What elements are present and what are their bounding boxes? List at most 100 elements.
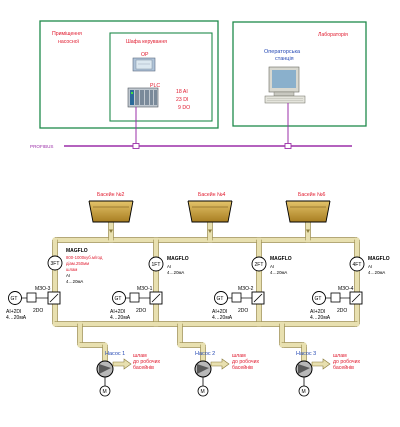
gt-3-io-line1: AI+2DI <box>6 309 21 315</box>
pipe-segment <box>54 321 358 327</box>
plc-io-di: 23 DI <box>176 97 188 103</box>
operator-station-line1: Операторська <box>264 49 301 55</box>
pump-3-label: Насос 3 <box>296 351 316 357</box>
pipe-joint <box>153 237 159 243</box>
flowmeter-2ft-detail-1: 4…20мА <box>270 270 287 275</box>
gt-1-io-line1: AI+2DI <box>110 309 125 315</box>
pipe-joint <box>177 342 183 348</box>
valve-group-3: GT МЗО-3 2DO AI+2DI 4…20мА <box>6 286 61 321</box>
gt-3-label: GT <box>11 296 18 302</box>
pipe-joint <box>279 321 285 327</box>
actuator-1 <box>129 292 140 303</box>
pipe-segment <box>52 239 58 325</box>
flowmeter-3ft-detail-1: діам.250мм <box>66 261 89 266</box>
flowmeter-4ft: 4FT MAGFLO AI 4…20мА <box>349 256 390 275</box>
flowmeter-1ft-detail-0: AI <box>167 264 171 269</box>
pump-room-title-line2: насосної <box>58 39 80 45</box>
operator-station-line2: станція <box>275 56 294 62</box>
pipe-joint <box>279 342 285 348</box>
mzo-4-do: 2DO <box>337 308 347 314</box>
pipe-joint <box>52 237 58 243</box>
pipe-network <box>52 221 360 362</box>
flowmeter-1ft-name: MAGFLO <box>167 256 189 262</box>
pump-1-out-line2: до робочих <box>133 359 160 365</box>
pipe-segment <box>79 342 106 348</box>
pump-3-out-line2: до робочих <box>333 359 360 365</box>
pipe-segment <box>354 239 360 325</box>
pipe-joint <box>102 342 108 348</box>
pipe-segment <box>179 342 204 348</box>
gt-2-io-line1: AI+2DI <box>212 309 227 315</box>
flowmeter-2ft-tag: 2FT <box>255 262 264 268</box>
workstation-icon <box>264 66 306 104</box>
gt-2-io-line2: 4…20мА <box>212 315 233 321</box>
control-cabinet-title: Шафа керування <box>126 39 167 45</box>
pipe-joint <box>256 321 262 327</box>
pipe-joint <box>77 342 83 348</box>
flowmeter-2ft: 2FT MAGFLO AI 4…20мА <box>251 256 292 275</box>
gt-4-label: GT <box>315 296 322 302</box>
outlet-arrows <box>112 358 331 370</box>
pipe-joint <box>153 321 159 327</box>
pump-1-out-line3: басейнів <box>133 364 154 371</box>
flowmeter-4ft-detail-1: 4…20мА <box>368 270 385 275</box>
gt-4-io-line1: AI+2DI <box>310 309 325 315</box>
pool-2-tank <box>88 200 134 223</box>
pipe-joint <box>52 321 58 327</box>
flowmeter-1ft-tag: 1FT <box>152 262 161 268</box>
plc-io-ai: 18 AI <box>176 89 188 95</box>
pipe-segment <box>279 323 285 346</box>
pipe-joint <box>354 237 360 243</box>
pump-3: Насос 3 M шлам до робочих басейнів <box>295 351 360 397</box>
pipe-joint <box>108 237 114 243</box>
plc-rack-icon <box>127 87 159 108</box>
profibus-label: PROFIBUS <box>30 144 53 149</box>
pool-4-tank <box>187 200 233 223</box>
flow-arrow-icon <box>208 229 212 233</box>
pump-1: Насос 1 M шлам до робочих басейнів <box>96 351 160 397</box>
pipe-joint <box>305 237 311 243</box>
flowmeter-2ft-detail-0: AI <box>270 264 274 269</box>
pipe-segment <box>153 239 159 325</box>
laboratory-frame: Лабораторія Операторська станція <box>232 21 367 127</box>
flowmeter-3ft: 3FT MAGFLO 800-1000куб.м/год діам.250мм … <box>47 248 103 284</box>
motor-1-icon <box>99 385 111 397</box>
actuator-2 <box>231 292 242 303</box>
pipe-joint <box>200 342 206 348</box>
flowmeter-3ft-detail-3: AI <box>66 273 70 278</box>
pool-2: Басейн №2 <box>88 191 134 223</box>
pump-3-out-line1: шлам <box>333 353 347 359</box>
gt-1-io-line2: 4…20мА <box>110 315 131 321</box>
op-label: OP <box>141 52 149 58</box>
pipe-segment <box>177 323 183 346</box>
pipe-joint <box>354 321 360 327</box>
mzo-1-do: 2DO <box>136 308 146 314</box>
pump-2-out-line1: шлам <box>232 353 246 359</box>
pipe-segment <box>77 323 83 346</box>
pump-room-title-line1: Приміщення <box>52 31 82 37</box>
profibus-line <box>64 143 352 149</box>
pipe-joint <box>207 237 213 243</box>
pipe-joint <box>177 321 183 327</box>
gt-3-io-line2: 4…20мА <box>6 315 27 321</box>
flowmeter-4ft-name: MAGFLO <box>368 256 390 262</box>
flowmeter-2ft-name: MAGFLO <box>270 256 292 262</box>
valve-group-1: GT МЗО-1 2DO AI+2DI 4…20мА <box>110 286 163 321</box>
actuator-4 <box>330 292 341 303</box>
pump-2: Насос 2 M шлам до робочих басейнів <box>194 351 259 397</box>
mzo-2-do: 2DO <box>238 308 248 314</box>
mzo-1-label: МЗО-1 <box>137 286 153 292</box>
motor-3-label: M <box>302 389 306 395</box>
pool-4: Басейн №4 <box>187 191 233 223</box>
mzo-4-label: МЗО-4 <box>338 286 354 292</box>
flowmeter-3ft-detail-2: шлам <box>66 267 77 272</box>
mzo-2-label: МЗО-2 <box>238 286 254 292</box>
pump-1-label: Насос 1 <box>105 351 125 357</box>
pool-2-label: Басейн №2 <box>97 191 125 198</box>
mzo-3-label: МЗО-3 <box>35 286 51 292</box>
pipe-joint <box>256 237 262 243</box>
pool-6-label: Басейн №6 <box>298 191 326 198</box>
pump-1-out-line1: шлам <box>133 353 147 359</box>
pipe-segment <box>281 342 305 348</box>
pump-3-out-line3: басейнів <box>333 364 354 371</box>
